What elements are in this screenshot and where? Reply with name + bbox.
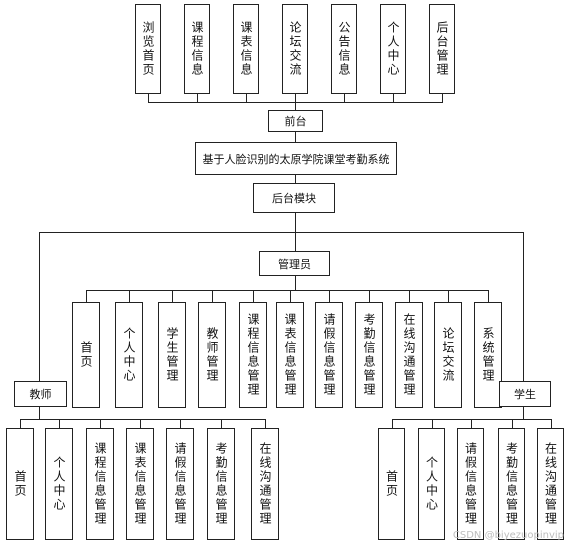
frontend-module-box: 个人中心 xyxy=(380,4,406,94)
admin-module-box: 考勤信息管理 xyxy=(355,302,383,408)
admin-module-box: 个人中心 xyxy=(115,302,143,408)
teacher-branch-line xyxy=(265,419,266,429)
teacher-branch-line xyxy=(20,419,21,429)
admin-branch-line xyxy=(290,290,291,303)
frontend-branch-line xyxy=(393,94,394,103)
admin-module-box: 在线沟通管理 xyxy=(395,302,423,408)
admin-module-box: 首页 xyxy=(72,302,100,408)
admin-label-box: 管理员 xyxy=(259,251,330,276)
student-module-box: 考勤信息管理 xyxy=(498,428,525,540)
admin-branch-line xyxy=(86,290,87,303)
student-module-box: 在线沟通管理 xyxy=(537,428,564,540)
frontend-module-box: 浏览首页 xyxy=(135,4,161,94)
student-branch-line xyxy=(431,419,433,429)
frontend-branch-line xyxy=(295,94,296,103)
teacher-bus-line xyxy=(20,419,266,420)
teacher-branch-line xyxy=(180,419,181,429)
backend-label-box: 后台模块 xyxy=(253,183,335,213)
frontend-module-box: 论坛交流 xyxy=(282,4,308,94)
student-label-box: 学生 xyxy=(499,381,551,407)
admin-module-box: 请假信息管理 xyxy=(315,302,343,408)
student-bus-line xyxy=(391,419,552,420)
backend-stem-line xyxy=(295,213,296,233)
admin-bus-line xyxy=(86,290,489,291)
admin-module-box: 教师管理 xyxy=(198,302,226,408)
admin-module-box: 学生管理 xyxy=(158,302,186,408)
student-module-box: 个人中心 xyxy=(418,428,445,540)
student-branch-line xyxy=(511,419,513,429)
admin-module-box: 论坛交流 xyxy=(434,302,462,408)
roles-bus-line xyxy=(39,232,524,233)
connector-line xyxy=(295,132,296,143)
teacher-branch-line xyxy=(140,419,141,429)
student-stem-line xyxy=(523,232,524,382)
connector-line xyxy=(295,175,296,184)
admin-stem-line xyxy=(295,232,296,252)
admin-module-box: 课表信息管理 xyxy=(276,302,304,408)
teacher-stem-line xyxy=(39,232,40,382)
frontend-branch-line xyxy=(344,94,345,103)
teacher-module-box: 课程信息管理 xyxy=(86,428,114,540)
frontend-stem-line xyxy=(295,102,296,111)
teacher-module-box: 在线沟通管理 xyxy=(251,428,279,540)
student-module-box: 请假信息管理 xyxy=(457,428,484,540)
student-module-box: 首页 xyxy=(378,428,405,540)
connector-line xyxy=(295,276,296,291)
admin-branch-line xyxy=(369,290,370,303)
watermark-text: CSDN @biyezuopinvip xyxy=(452,530,564,541)
frontend-module-box: 后台管理 xyxy=(429,4,455,94)
admin-branch-line xyxy=(409,290,410,303)
teacher-module-box: 请假信息管理 xyxy=(166,428,194,540)
student-branch-line xyxy=(470,419,472,429)
teacher-branch-line xyxy=(221,419,222,429)
admin-branch-line xyxy=(172,290,173,303)
teacher-module-box: 个人中心 xyxy=(45,428,73,540)
frontend-branch-line xyxy=(148,94,149,103)
frontend-module-box: 公告信息 xyxy=(331,4,357,94)
admin-branch-line xyxy=(329,290,330,303)
teacher-module-box: 课表信息管理 xyxy=(126,428,154,540)
frontend-branch-line xyxy=(246,94,247,103)
admin-module-box: 课程信息管理 xyxy=(239,302,267,408)
student-branch-line xyxy=(391,419,393,429)
system-title-box: 基于人脸识别的太原学院课堂考勤系统 xyxy=(195,142,397,175)
connector-line xyxy=(523,407,524,420)
admin-branch-line xyxy=(488,290,489,303)
teacher-module-box: 首页 xyxy=(6,428,34,540)
teacher-branch-line xyxy=(59,419,60,429)
teacher-branch-line xyxy=(100,419,101,429)
student-branch-line xyxy=(550,419,552,429)
admin-branch-line xyxy=(212,290,213,303)
frontend-label-box: 前台 xyxy=(268,110,323,132)
admin-branch-line xyxy=(448,290,449,303)
admin-branch-line xyxy=(253,290,254,303)
admin-module-box: 系统管理 xyxy=(474,302,502,408)
admin-branch-line xyxy=(129,290,130,303)
frontend-module-box: 课程信息 xyxy=(184,4,210,94)
teacher-label-box: 教师 xyxy=(14,381,67,407)
teacher-module-box: 考勤信息管理 xyxy=(207,428,235,540)
frontend-branch-line xyxy=(197,94,198,103)
frontend-branch-line xyxy=(442,94,443,103)
frontend-module-box: 课表信息 xyxy=(233,4,259,94)
connector-line xyxy=(39,407,40,420)
